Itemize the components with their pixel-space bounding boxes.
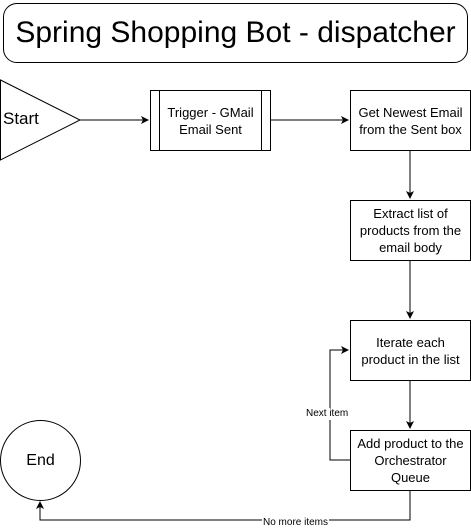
iterate-node-label: Iterate each product in the list bbox=[361, 334, 460, 367]
get-email-node-label: Get Newest Email from the Sent box bbox=[358, 104, 463, 137]
end-node-label: End bbox=[26, 451, 55, 469]
start-triangle-shape bbox=[0, 79, 82, 161]
extract-node: Extract list of products from the email … bbox=[350, 200, 471, 261]
get-email-node: Get Newest Email from the Sent box bbox=[350, 90, 471, 151]
trigger-node-label: Trigger - GMail Email Sent bbox=[167, 104, 254, 137]
edge-no-more-items bbox=[36, 490, 411, 521]
next-item-label: Next item bbox=[305, 408, 350, 420]
diagram-title: Spring Shopping Bot - dispatcher bbox=[3, 3, 468, 63]
end-node: End bbox=[0, 420, 81, 501]
iterate-node: Iterate each product in the list bbox=[350, 320, 471, 381]
extract-node-label: Extract list of products from the email … bbox=[359, 206, 462, 255]
no-more-items-label: No more items bbox=[262, 517, 330, 529]
edge-next-item-loop bbox=[329, 346, 350, 461]
add-product-node-label: Add product to the Orchestrator Queue bbox=[357, 436, 464, 485]
start-node-label: Start bbox=[3, 109, 39, 128]
add-product-node: Add product to the Orchestrator Queue bbox=[350, 430, 471, 491]
trigger-node: Trigger - GMail Email Sent bbox=[150, 90, 271, 151]
subprocess-right-bar bbox=[261, 91, 262, 150]
subprocess-left-bar bbox=[159, 91, 160, 150]
